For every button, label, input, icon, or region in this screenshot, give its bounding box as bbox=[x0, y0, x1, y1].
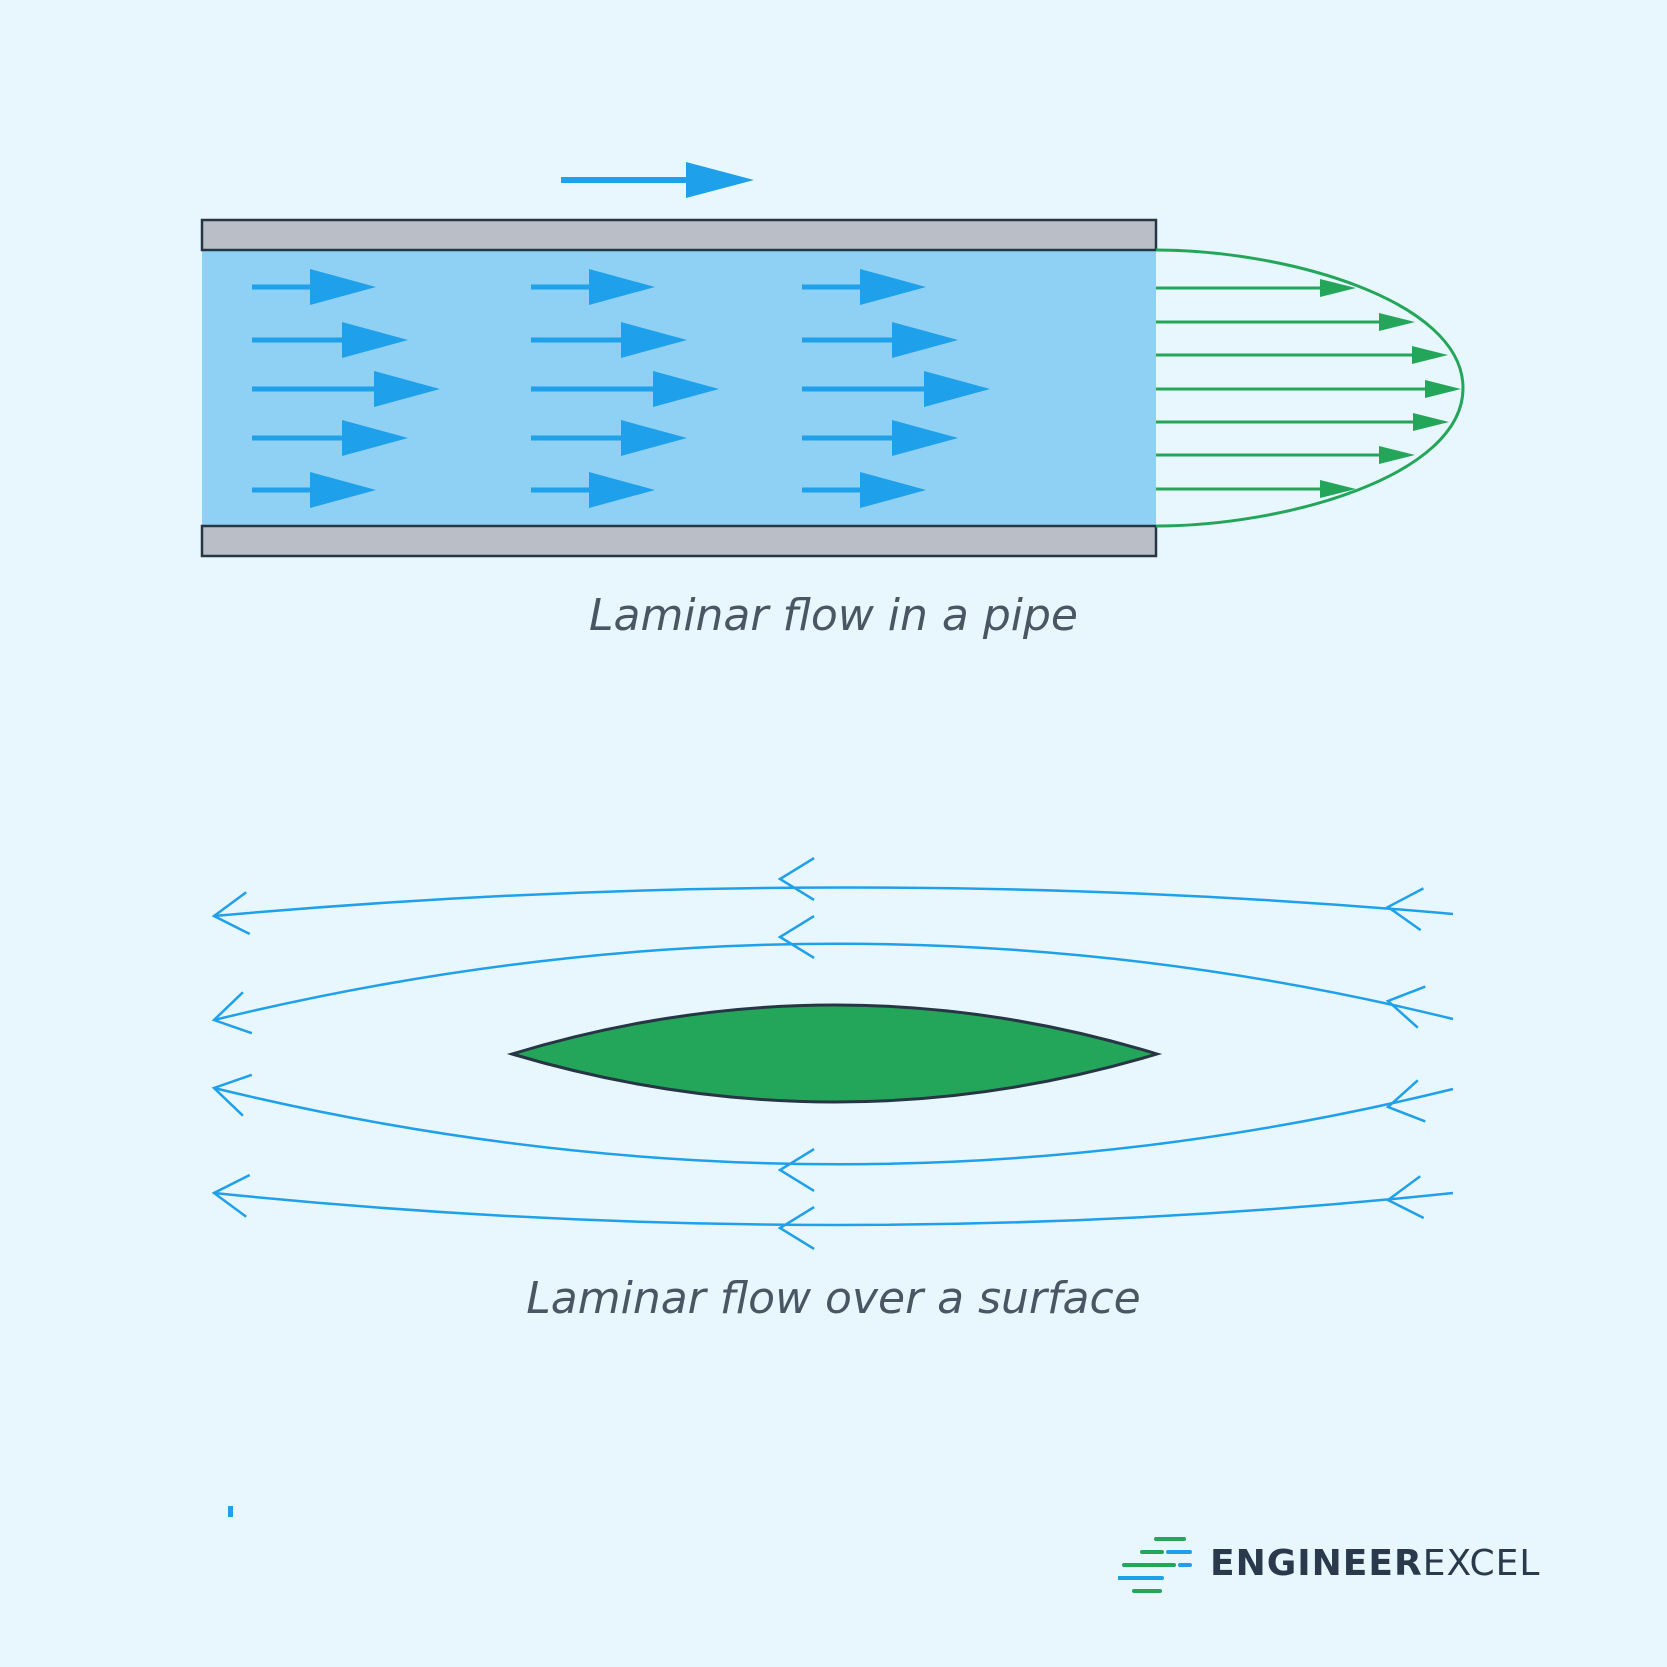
open-arrowhead-icon bbox=[1385, 1175, 1425, 1220]
velocity-arrow-icon bbox=[531, 472, 655, 508]
velocity-arrow-icon bbox=[802, 322, 958, 358]
profile-arrow-icon bbox=[1156, 346, 1448, 364]
open-arrowhead-icon bbox=[1385, 887, 1424, 932]
flow-direction-arrow-icon bbox=[561, 162, 754, 198]
speed-lines-icon bbox=[1118, 1537, 1192, 1593]
brand-wordmark: ENGINEEREXCEL bbox=[1210, 1544, 1540, 1584]
streamline-1 bbox=[213, 886, 1454, 918]
velocity-arrow-icon bbox=[252, 269, 376, 305]
velocity-arrow-icon bbox=[252, 322, 408, 358]
open-arrowhead-icon bbox=[211, 991, 253, 1035]
profile-arrow-icon bbox=[1156, 313, 1415, 331]
stray-mark bbox=[228, 1506, 233, 1517]
velocity-arrow-icon bbox=[802, 420, 958, 456]
velocity-arrow-icon bbox=[252, 472, 376, 508]
brand-wordmark-engineer: ENGINEER bbox=[1210, 1543, 1423, 1584]
profile-arrow-icon bbox=[1156, 279, 1356, 297]
surface-flow-figure bbox=[211, 857, 1454, 1250]
open-arrowhead-icon bbox=[211, 1073, 253, 1117]
pipe-velocity-arrows bbox=[252, 269, 990, 508]
velocity-profile-curve bbox=[1155, 248, 1465, 528]
open-arrowhead-icon bbox=[1385, 985, 1426, 1029]
open-arrowhead-icon bbox=[211, 1173, 251, 1218]
velocity-profile-arrows bbox=[1156, 279, 1461, 498]
pipe-wall-top bbox=[200, 218, 1158, 252]
streamline-3 bbox=[213, 1086, 1454, 1166]
open-arrowhead-icon bbox=[777, 1206, 815, 1250]
caption-surface-flow: Laminar flow over a surface bbox=[526, 1273, 1141, 1324]
streamline-2 bbox=[213, 942, 1454, 1022]
velocity-arrow-icon bbox=[252, 420, 408, 456]
profile-arrow-icon bbox=[1156, 413, 1449, 431]
open-arrowhead-icon bbox=[777, 915, 815, 959]
pipe-wall-bottom bbox=[200, 524, 1158, 558]
velocity-arrow-icon bbox=[802, 269, 926, 305]
open-arrowhead-icon bbox=[777, 857, 815, 901]
profile-arrow-icon bbox=[1156, 480, 1356, 498]
streamline-4 bbox=[213, 1191, 1454, 1227]
open-arrowhead-icon bbox=[777, 1148, 815, 1192]
streamline-arrowheads bbox=[211, 857, 1426, 1250]
velocity-arrow-icon bbox=[802, 371, 990, 407]
open-arrowhead-icon bbox=[211, 891, 251, 936]
velocity-arrow-icon bbox=[802, 472, 926, 508]
profile-arrow-icon bbox=[1156, 446, 1415, 464]
caption-pipe-flow: Laminar flow in a pipe bbox=[588, 590, 1078, 641]
brand-logo[interactable]: ENGINEEREXCEL bbox=[1118, 1536, 1658, 1596]
velocity-arrow-icon bbox=[531, 269, 655, 305]
velocity-arrow-icon bbox=[531, 420, 687, 456]
profile-arrow-icon bbox=[1156, 380, 1461, 398]
brand-wordmark-excel: EXCEL bbox=[1422, 1543, 1541, 1584]
velocity-arrow-icon bbox=[531, 371, 719, 407]
surface-body bbox=[506, 1003, 1163, 1104]
open-arrowhead-icon bbox=[1385, 1079, 1426, 1123]
velocity-arrow-icon bbox=[252, 371, 440, 407]
pipe-flow-figure bbox=[200, 162, 1465, 558]
velocity-arrow-icon bbox=[531, 322, 687, 358]
